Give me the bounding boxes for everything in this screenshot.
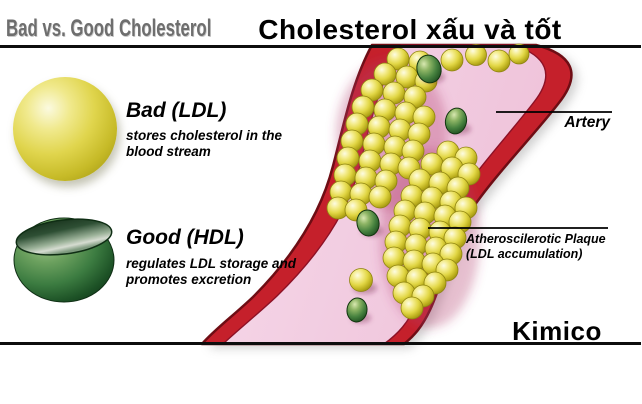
ldl-sphere-icon xyxy=(13,77,117,181)
artery-wall xyxy=(200,43,573,346)
brand-logo-text: Kimico xyxy=(512,316,602,346)
ldl-heading: Bad (LDL) xyxy=(126,99,227,122)
hdl-heading: Good (HDL) xyxy=(126,226,244,249)
ldl-description: stores cholesterol in the blood stream xyxy=(126,128,282,160)
hdl-olive xyxy=(444,107,468,135)
plaque-label-line1: Atheroscilerotic Plaque xyxy=(466,232,606,246)
hdl-olive-group xyxy=(346,54,471,323)
plaque-cluster-top xyxy=(440,43,530,73)
artery-label: Artery xyxy=(564,114,610,131)
bowl-opening xyxy=(15,218,113,256)
hdl-bowl-icon xyxy=(13,217,115,303)
bottom-divider-line xyxy=(0,342,641,345)
artery-lumen xyxy=(222,44,547,345)
plaque-shadow-left xyxy=(336,59,448,211)
main-title: Cholesterol xấu và tốt xyxy=(258,14,562,45)
ldl-description-line2: blood stream xyxy=(126,144,211,159)
plaque-shadow-right xyxy=(380,148,480,328)
plaque-cluster-left xyxy=(326,47,438,222)
left-title: Bad vs. Good Cholesterol xyxy=(6,15,212,42)
artery-shadow xyxy=(208,49,578,348)
hdl-olive xyxy=(346,297,368,323)
hdl-description-line1: regulates LDL storage and xyxy=(126,256,297,271)
hdl-olive xyxy=(356,209,380,237)
plaque-label: Atheroscilerotic Plaque (LDL accumulatio… xyxy=(466,232,606,262)
ldl-ball-single xyxy=(349,268,373,292)
hdl-description-line2: promotes excretion xyxy=(126,272,252,287)
ldl-description-line1: stores cholesterol in the xyxy=(126,128,283,143)
hdl-olive xyxy=(416,54,442,84)
ldl-ball-shadow xyxy=(353,282,377,294)
plaque-cluster-right xyxy=(382,140,481,320)
top-divider-line xyxy=(0,45,641,48)
hdl-description: regulates LDL storage and promotes excre… xyxy=(126,256,296,288)
plaque-label-line2: (LDL accumulation) xyxy=(466,247,583,261)
